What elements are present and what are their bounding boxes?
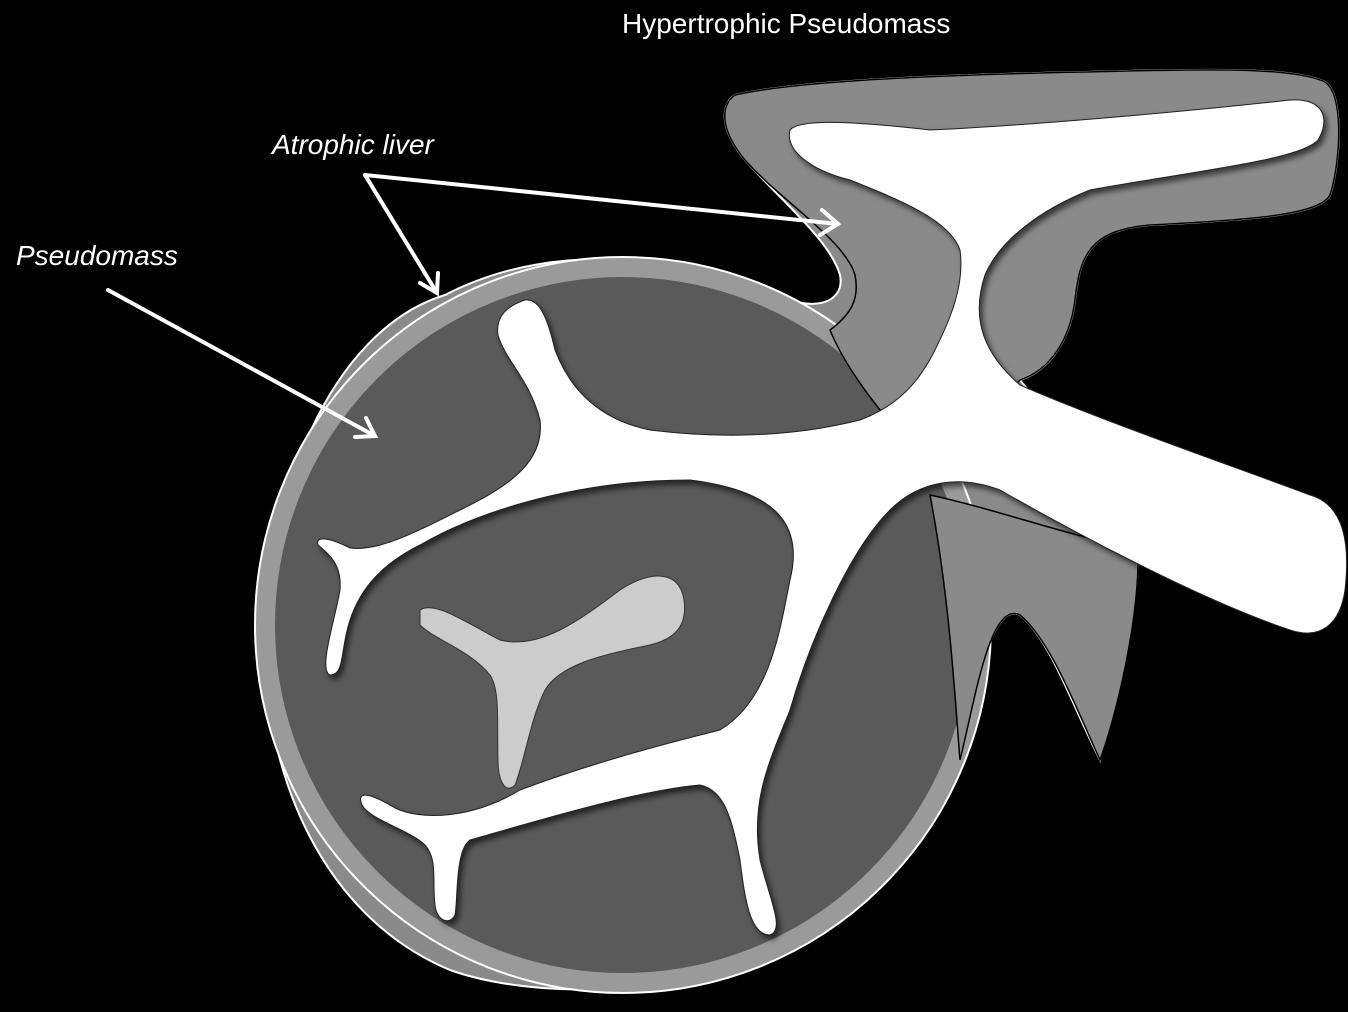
arrow-atrophic-to-circle (365, 175, 438, 293)
label-hypertrophic-pseudomass: Hypertrophic Pseudomass (622, 10, 950, 38)
label-atrophic-liver: Atrophic liver (272, 131, 434, 159)
label-pseudomass: Pseudomass (16, 242, 178, 270)
arrow-pseudomass (108, 290, 375, 437)
